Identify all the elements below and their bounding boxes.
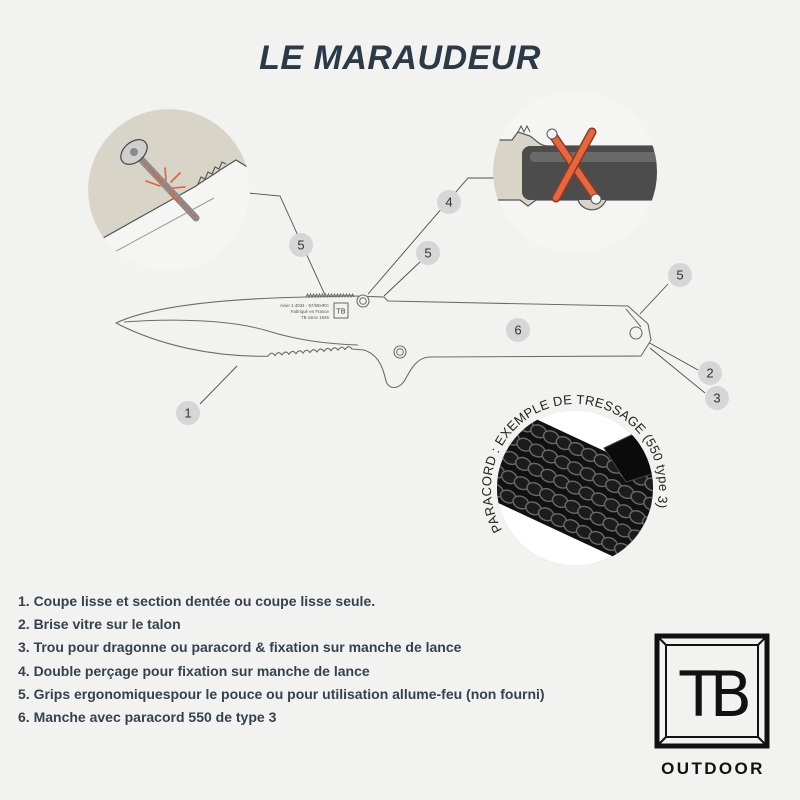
callout-number: 5 xyxy=(424,246,431,261)
paracord-weave-loop xyxy=(667,507,687,525)
leader-spine-grip-left xyxy=(247,192,326,296)
paracord-zoom xyxy=(460,410,701,566)
leader-lines xyxy=(199,177,706,405)
blade-bevel-line xyxy=(123,319,359,346)
callout-handle: 6 xyxy=(506,318,530,342)
blade-logo-monogram: TB xyxy=(335,308,345,316)
leader-spine-grip-right xyxy=(383,261,421,297)
hole-top xyxy=(356,294,370,308)
callout-circle xyxy=(506,318,530,342)
bolt-axis xyxy=(139,157,199,221)
callout-circle xyxy=(668,263,692,287)
page-title: LE MARAUDEUR xyxy=(259,39,541,77)
paracord-weave-loop xyxy=(644,477,653,492)
feature-item: 6. Manche avec paracord 550 de type 3 xyxy=(18,709,277,726)
engraving-line: Acier 1.4034 - 57/58HRC xyxy=(280,303,329,308)
feature-list: 1. Coupe lisse et section dentée ou coup… xyxy=(18,590,545,729)
callout-number: 5 xyxy=(676,268,683,283)
callout-spine-grip-left: 5 xyxy=(289,233,313,257)
callout-number: 1 xyxy=(184,406,191,421)
tb-outdoor-logo: TB OUTDOOR xyxy=(654,633,770,778)
hole-bottom-zoom xyxy=(590,193,602,205)
butt-detail-line xyxy=(625,308,642,328)
breaker-screw xyxy=(130,148,138,156)
paracord-weave-loop xyxy=(652,539,672,557)
callout-circle xyxy=(437,190,461,214)
lanyard-hole xyxy=(629,326,643,340)
paracord-x-binding xyxy=(547,127,601,203)
blade-logo-box xyxy=(333,302,349,319)
leader-edge xyxy=(199,365,238,405)
leader-butt-grip xyxy=(639,283,669,315)
paracord-weave-loop xyxy=(640,535,653,550)
logo-wordmark: OUTDOOR xyxy=(661,759,765,778)
callout-circle xyxy=(289,233,313,257)
callout-number: 6 xyxy=(514,323,521,338)
callout-butt-grip: 5 xyxy=(668,263,692,287)
handle-upper-zoom xyxy=(493,90,657,147)
callout-circle xyxy=(176,401,200,425)
hole-top-zoom xyxy=(546,128,558,140)
callouts: 5 4 5 5 6 1 2 3 xyxy=(176,190,729,425)
hole-guard xyxy=(393,345,407,359)
callout-number: 3 xyxy=(713,391,720,406)
paracord-weave-loop xyxy=(680,513,700,531)
engraving-line: Fabriqué en France xyxy=(291,309,330,314)
paracord-weave-loop xyxy=(665,545,685,563)
feature-item: 4. Double perçage pour fixation sur manc… xyxy=(18,662,370,679)
double-hole xyxy=(356,294,407,359)
callout-lanyard-hole: 3 xyxy=(705,386,729,410)
callout-circle xyxy=(416,241,440,265)
feature-item: 1. Coupe lisse et section dentée ou coup… xyxy=(18,593,376,609)
callout-spine-grip-right: 5 xyxy=(416,241,440,265)
callout-number: 2 xyxy=(706,366,713,381)
knife-illustration: Acier 1.4034 - 57/58HRC Fabriqué en Fran… xyxy=(115,292,652,388)
knife-outline xyxy=(115,295,652,388)
callout-circle xyxy=(705,386,729,410)
spark-lines xyxy=(145,167,186,203)
logo-monogram: TB xyxy=(679,658,749,731)
blade-engraving: Acier 1.4034 - 57/58HRC Fabriqué en Fran… xyxy=(280,302,349,320)
shaft-highlight xyxy=(530,152,657,162)
paracord-weave-loop xyxy=(460,470,480,488)
paracord-weave-loop xyxy=(668,488,688,506)
paracord-weave-loop xyxy=(666,526,686,544)
paracord-weave-loop xyxy=(639,554,653,566)
callout-number: 5 xyxy=(297,238,304,253)
logo-inner-frame xyxy=(665,644,759,738)
logo-outer-frame xyxy=(654,633,770,749)
hole-guard-inner xyxy=(396,348,404,356)
spine-grip-teeth xyxy=(305,292,355,299)
feature-item: 5. Grips ergonomiquespour le pouce ou po… xyxy=(18,685,545,702)
callout-glass-breaker: 2 xyxy=(698,361,722,385)
callout-circle xyxy=(698,361,722,385)
leader-double-hole xyxy=(367,177,498,295)
leader-glass-breaker xyxy=(645,340,699,371)
callout-double-hole: 4 xyxy=(437,190,461,214)
handle-lower-zoom xyxy=(493,199,657,254)
logo-frame-corners xyxy=(656,635,768,747)
paracord-weave-loop xyxy=(497,410,509,421)
lanyard-holes-zoom xyxy=(493,90,657,254)
paracord-weave-loop xyxy=(626,548,644,563)
jimping-zoom xyxy=(197,161,227,185)
callout-number: 4 xyxy=(445,195,452,210)
jimping-zoom xyxy=(517,124,531,134)
feature-item: 3. Trou pour dragonne ou paracord & fixa… xyxy=(18,639,462,656)
leader-lanyard-hole xyxy=(649,347,706,394)
callout-edge: 1 xyxy=(176,401,200,425)
hole-top-inner xyxy=(359,297,367,305)
feature-item: 2. Brise vitre sur le talon xyxy=(18,616,181,633)
engraving-line: TB since 1945 xyxy=(301,315,330,320)
paracord-example: PARACORD : EXEMPLE DE TRESSAGE (550 type… xyxy=(460,392,701,566)
paracord-weave-loop xyxy=(681,493,701,511)
glass-breaker-zoom xyxy=(88,109,250,271)
paracord-weave-loop xyxy=(652,560,653,566)
paracord-weave-loop xyxy=(653,520,673,538)
